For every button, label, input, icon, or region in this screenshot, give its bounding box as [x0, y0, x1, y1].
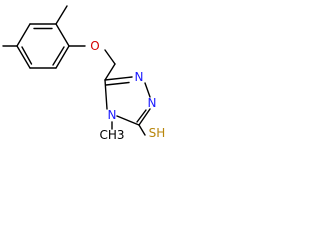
methyl-label: CH3	[99, 128, 124, 141]
nitrogen-atom-4: N	[108, 108, 117, 122]
bond	[16, 23, 31, 47]
bond	[116, 115, 140, 126]
benzene-ring	[16, 23, 70, 69]
nitrogen-atom-1: N	[135, 70, 144, 84]
bond-thiol	[138, 124, 146, 136]
nitrogen-atom-2: N	[148, 96, 157, 110]
bond-ch2-triazole	[104, 63, 116, 81]
thiol-label: SH	[149, 126, 166, 140]
bond-oxygen-ch2	[104, 49, 116, 65]
bond	[104, 79, 108, 110]
chemical-structure: O N N N CH3 SH	[2, 5, 166, 141]
double-bond	[52, 46, 65, 66]
double-bond	[136, 109, 147, 123]
methyl-bond-ortho	[55, 5, 68, 25]
double-bond	[21, 46, 33, 65]
bond	[144, 82, 151, 98]
bond	[16, 45, 31, 69]
double-bond	[105, 81, 130, 86]
bond	[55, 23, 70, 47]
bond	[138, 108, 151, 126]
double-bond	[104, 76, 133, 81]
bond	[55, 45, 70, 69]
oxygen-atom: O	[90, 39, 99, 53]
triazole-ring	[104, 76, 151, 126]
